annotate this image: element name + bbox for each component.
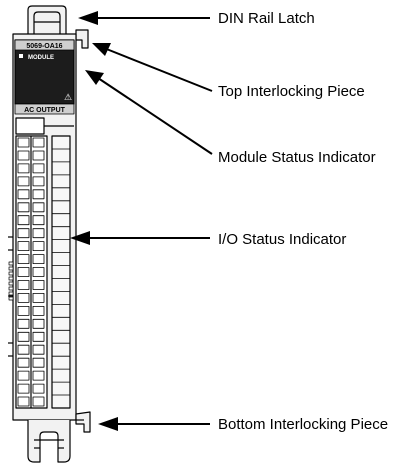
side-notch — [8, 291, 14, 296]
label-tab — [15, 117, 45, 135]
terminal-cell — [17, 331, 30, 342]
module-label-panel — [14, 39, 75, 105]
module-status-led — [19, 54, 23, 58]
terminal-cell — [17, 228, 30, 239]
terminal-cell — [32, 357, 45, 368]
terminal-cell — [17, 267, 30, 277]
module-type-label: AC OUTPUT — [24, 107, 66, 114]
terminal-cell — [32, 318, 45, 329]
terminal-cell — [32, 137, 45, 148]
terminal-cell — [32, 344, 45, 355]
bottom-latch-drawing — [27, 420, 71, 463]
terminal-cell — [17, 202, 30, 213]
terminal-cell — [17, 241, 30, 252]
side-notch — [8, 271, 14, 276]
terminal-cell — [32, 396, 45, 407]
terminal-cell — [17, 383, 30, 394]
label-module-status-indicator: Module Status Indicator — [218, 149, 376, 166]
arrow-bottom-interlocking-piece — [98, 417, 210, 431]
side-notch — [8, 266, 14, 271]
module-type-strip — [14, 103, 75, 115]
terminal-cell — [17, 189, 30, 200]
catalog-number-text: 5069-OA16 — [26, 43, 62, 50]
terminal-cell — [32, 215, 45, 226]
terminal-cell — [17, 370, 30, 381]
module-status-label: MODULE — [28, 55, 54, 61]
terminal-rows — [8, 137, 70, 409]
terminal-cell — [32, 254, 45, 265]
terminal-cell — [17, 150, 30, 161]
terminal-cell — [32, 370, 45, 381]
side-notch — [8, 261, 14, 266]
arrow-io-status-indicator — [70, 231, 210, 245]
terminal-cell — [17, 318, 30, 329]
arrow-din-rail-latch — [78, 11, 210, 25]
io-module-drawing — [8, 5, 91, 463]
din-rail-latch-drawing — [27, 5, 67, 34]
side-notch — [8, 286, 14, 291]
warning-symbol: ⚠ — [64, 93, 72, 103]
terminal-cell — [32, 163, 45, 174]
terminal-cell — [17, 357, 30, 368]
catalog-number-strip — [14, 39, 75, 51]
top-interlocking-piece-drawing — [75, 29, 89, 49]
label-din-rail-latch: DIN Rail Latch — [218, 10, 315, 27]
terminal-cell — [17, 344, 30, 355]
label-top-interlocking-piece: Top Interlocking Piece — [218, 83, 365, 100]
label-bottom-interlocking-piece: Bottom Interlocking Piece — [218, 416, 388, 433]
side-notch — [8, 276, 14, 281]
terminal-cell — [32, 150, 45, 161]
terminal-cell — [32, 305, 45, 316]
terminal-cell — [32, 241, 45, 252]
label-io-status-indicator: I/O Status Indicator — [218, 231, 346, 248]
arrow-top-interlocking-piece — [92, 43, 213, 92]
terminal-cell — [32, 292, 45, 303]
terminal-cell — [17, 176, 30, 187]
terminal-cell — [32, 280, 45, 290]
terminal-cell — [32, 267, 45, 277]
connector-column — [51, 135, 71, 409]
terminal-cell — [17, 305, 30, 316]
terminal-cell — [17, 396, 30, 407]
terminal-cell — [17, 215, 30, 226]
bottom-interlocking-piece-drawing — [75, 411, 91, 433]
terminal-cell — [32, 228, 45, 239]
terminal-cell — [17, 137, 30, 148]
terminal-cell — [32, 331, 45, 342]
terminal-cell — [17, 280, 30, 290]
side-notch — [8, 281, 14, 286]
arrow-module-status-indicator — [85, 70, 213, 155]
terminal-cell — [32, 383, 45, 394]
terminal-cell — [17, 254, 30, 265]
terminal-cell — [17, 292, 30, 303]
terminal-cell — [32, 176, 45, 187]
terminal-cell — [32, 189, 45, 200]
terminal-cell — [32, 202, 45, 213]
callout-arrows — [70, 11, 213, 431]
terminal-cell — [17, 163, 30, 174]
side-notch — [8, 296, 14, 301]
